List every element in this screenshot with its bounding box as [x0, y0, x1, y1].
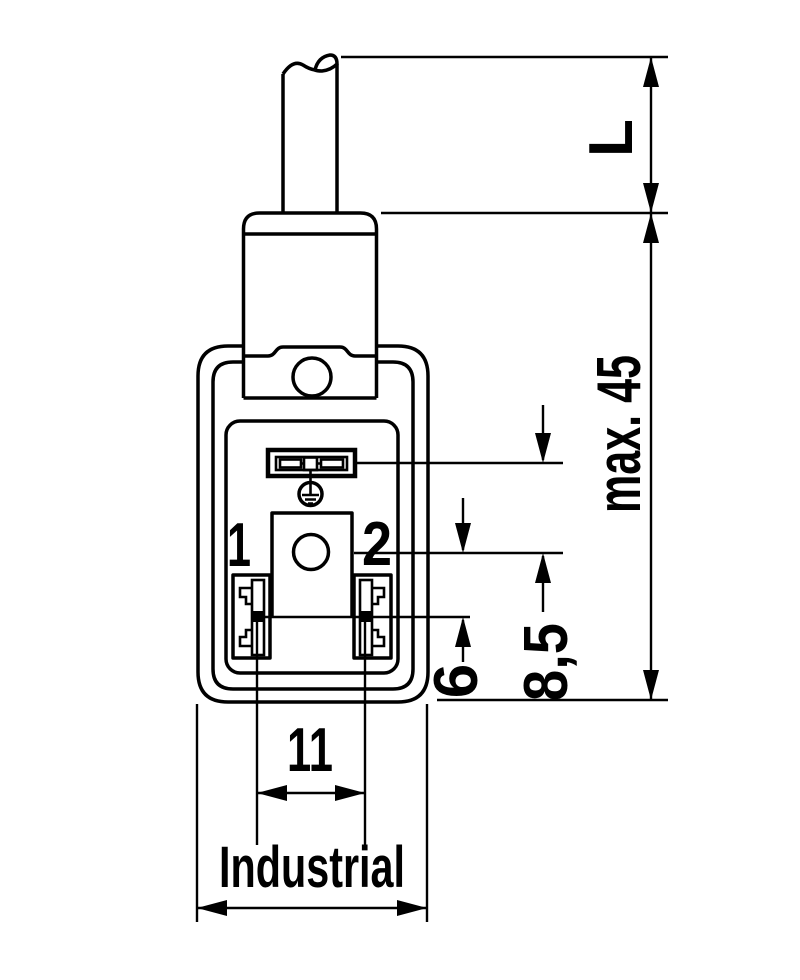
contact-left-tab-top	[238, 586, 252, 606]
dim-bridge-to-hole: 8,5	[354, 405, 581, 701]
arrow-down-icon	[643, 670, 659, 700]
arrow-up-icon	[535, 553, 551, 583]
dim-6-label: 6	[422, 664, 491, 698]
arrow-up-icon	[643, 213, 659, 243]
earth-circle	[297, 480, 324, 508]
arrow-down-icon	[643, 183, 659, 213]
cable-break-wave	[281, 61, 316, 76]
arrow-right-icon	[335, 785, 365, 801]
arrow-up-icon	[643, 57, 659, 87]
arrow-down-icon	[535, 433, 551, 463]
arrow-up-icon	[455, 617, 471, 647]
earth-bars	[302, 493, 319, 505]
dim-11-label: 11	[287, 716, 333, 785]
center-hole	[291, 532, 331, 572]
body-face-recess	[224, 419, 400, 675]
dim-cable-length: L	[341, 55, 668, 215]
connector-body	[196, 344, 430, 704]
dim-L-label: L	[577, 119, 646, 157]
boot-outline	[241, 211, 379, 398]
body-inner-outline	[211, 360, 415, 691]
arrow-down-icon	[455, 523, 471, 553]
dim-85-label: 8,5	[512, 623, 581, 701]
strain-relief-boot	[241, 211, 379, 400]
dim-hole-to-contact: 6	[253, 498, 491, 698]
pin2-label: 2	[362, 510, 392, 579]
contact-right-tab-top	[372, 586, 386, 606]
center-pocket	[270, 511, 354, 617]
contact-right-tab-bottom	[372, 628, 386, 648]
arrow-right-icon	[397, 900, 427, 916]
contact-left-tab-bottom	[238, 628, 252, 648]
body-outer-outline	[196, 344, 430, 704]
dim-industrial: Industrial	[195, 704, 429, 922]
series-label: Industrial	[219, 835, 405, 900]
boot-shoulder-line	[243, 345, 377, 358]
dim-max-height: max. 45	[437, 213, 668, 702]
cable-clamp-screw	[291, 356, 333, 398]
pocket-outline	[270, 511, 354, 617]
dim-45-label: max. 45	[585, 355, 654, 513]
arrow-left-icon	[257, 785, 287, 801]
earth-symbol	[297, 470, 324, 508]
cable-break-leaf	[313, 53, 339, 73]
dim-contact-spacing: 11	[255, 622, 367, 845]
arrow-left-icon	[197, 900, 227, 916]
cable	[281, 53, 339, 213]
pin1-label: 1	[227, 511, 251, 580]
